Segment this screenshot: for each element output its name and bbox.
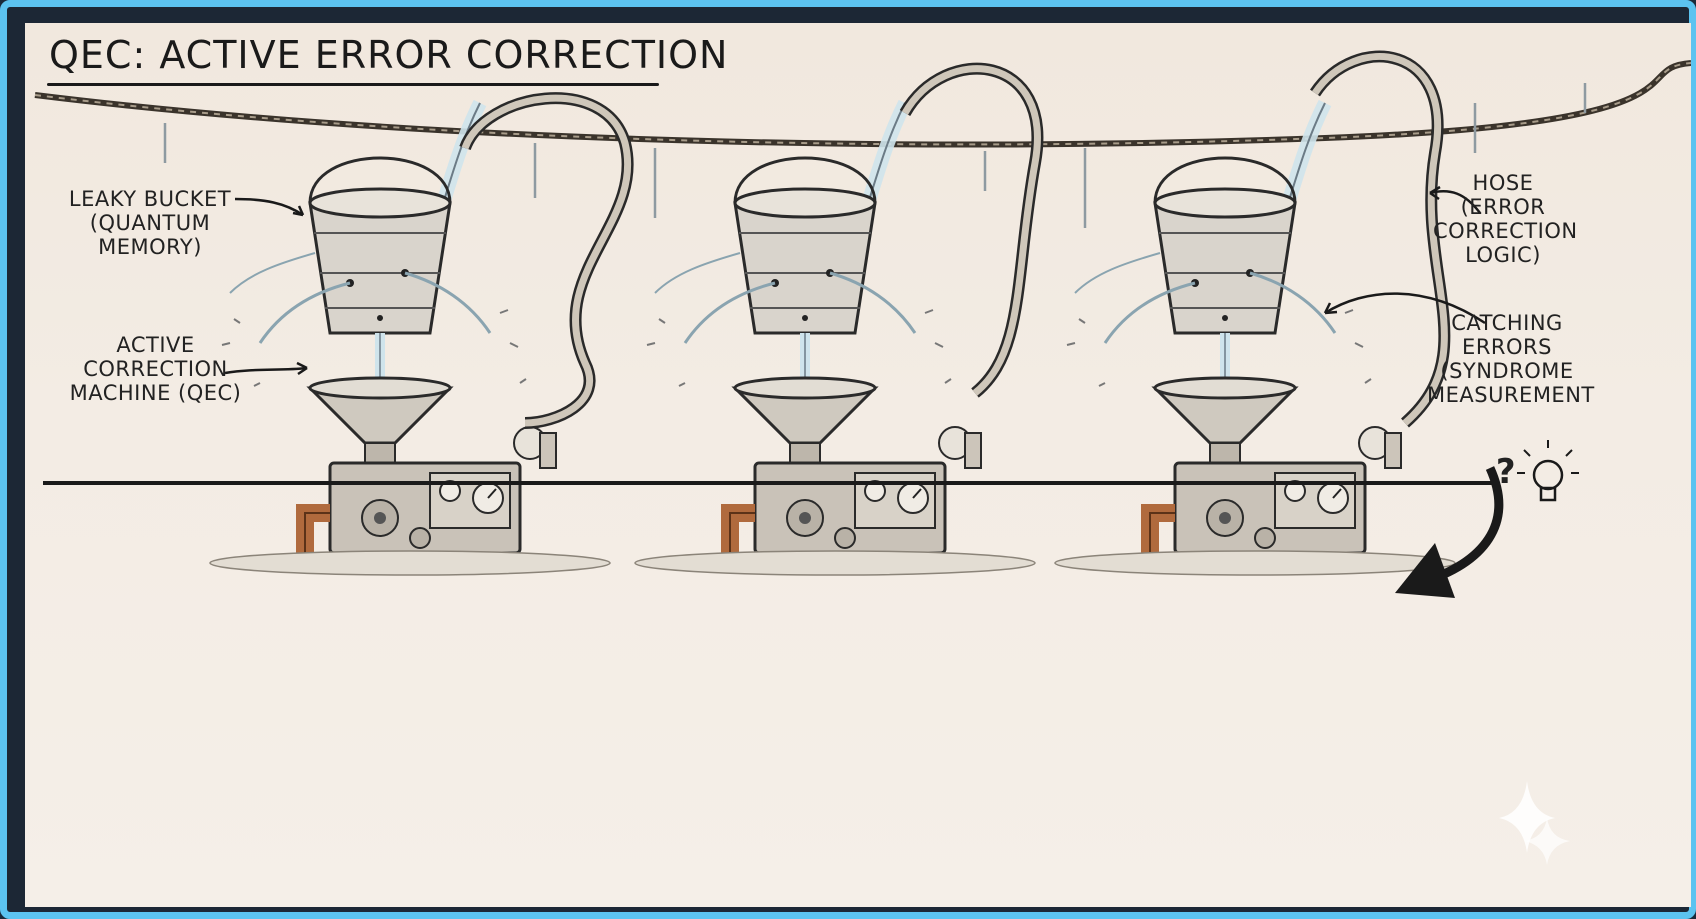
label-hose-line-2: (ERROR — [1433, 195, 1573, 219]
label-catching-errors: CATCHING ERRORS (SYNDROME MEASUREMENT — [1427, 311, 1587, 408]
label-leaky-bucket-line-2: (QUANTUM MEMORY) — [45, 211, 255, 259]
label-hose: HOSE (ERROR CORRECTION LOGIC) — [1433, 171, 1573, 268]
label-catching-errors-line-4: MEASUREMENT — [1427, 383, 1587, 407]
label-active-correction-line-1: ACTIVE CORRECTION — [43, 333, 268, 381]
question-mark: ? — [1491, 453, 1521, 492]
label-hose-line-3: CORRECTION — [1433, 219, 1573, 243]
title-underline — [47, 83, 659, 86]
label-hose-line-1: HOSE — [1433, 171, 1573, 195]
sketch-artwork — [25, 23, 1691, 907]
sparkle-icon — [1499, 781, 1570, 865]
label-leaky-bucket-line-1: LEAKY BUCKET — [45, 187, 255, 211]
label-catching-errors-line-2: ERRORS — [1427, 335, 1587, 359]
label-active-correction-line-2: MACHINE (QEC) — [43, 381, 268, 405]
label-leaky-bucket: LEAKY BUCKET (QUANTUM MEMORY) — [45, 187, 255, 259]
illustration-canvas: QEC: ACTIVE ERROR CORRECTION LEAKY BUCKE… — [25, 23, 1691, 907]
label-hose-line-4: LOGIC) — [1433, 243, 1573, 267]
label-catching-errors-line-1: CATCHING — [1427, 311, 1587, 335]
label-active-correction: ACTIVE CORRECTION MACHINE (QEC) — [43, 333, 268, 405]
diagram-title: QEC: ACTIVE ERROR CORRECTION — [49, 33, 728, 77]
label-catching-errors-line-3: (SYNDROME — [1427, 359, 1587, 383]
lightbulb-icon — [1517, 440, 1579, 500]
